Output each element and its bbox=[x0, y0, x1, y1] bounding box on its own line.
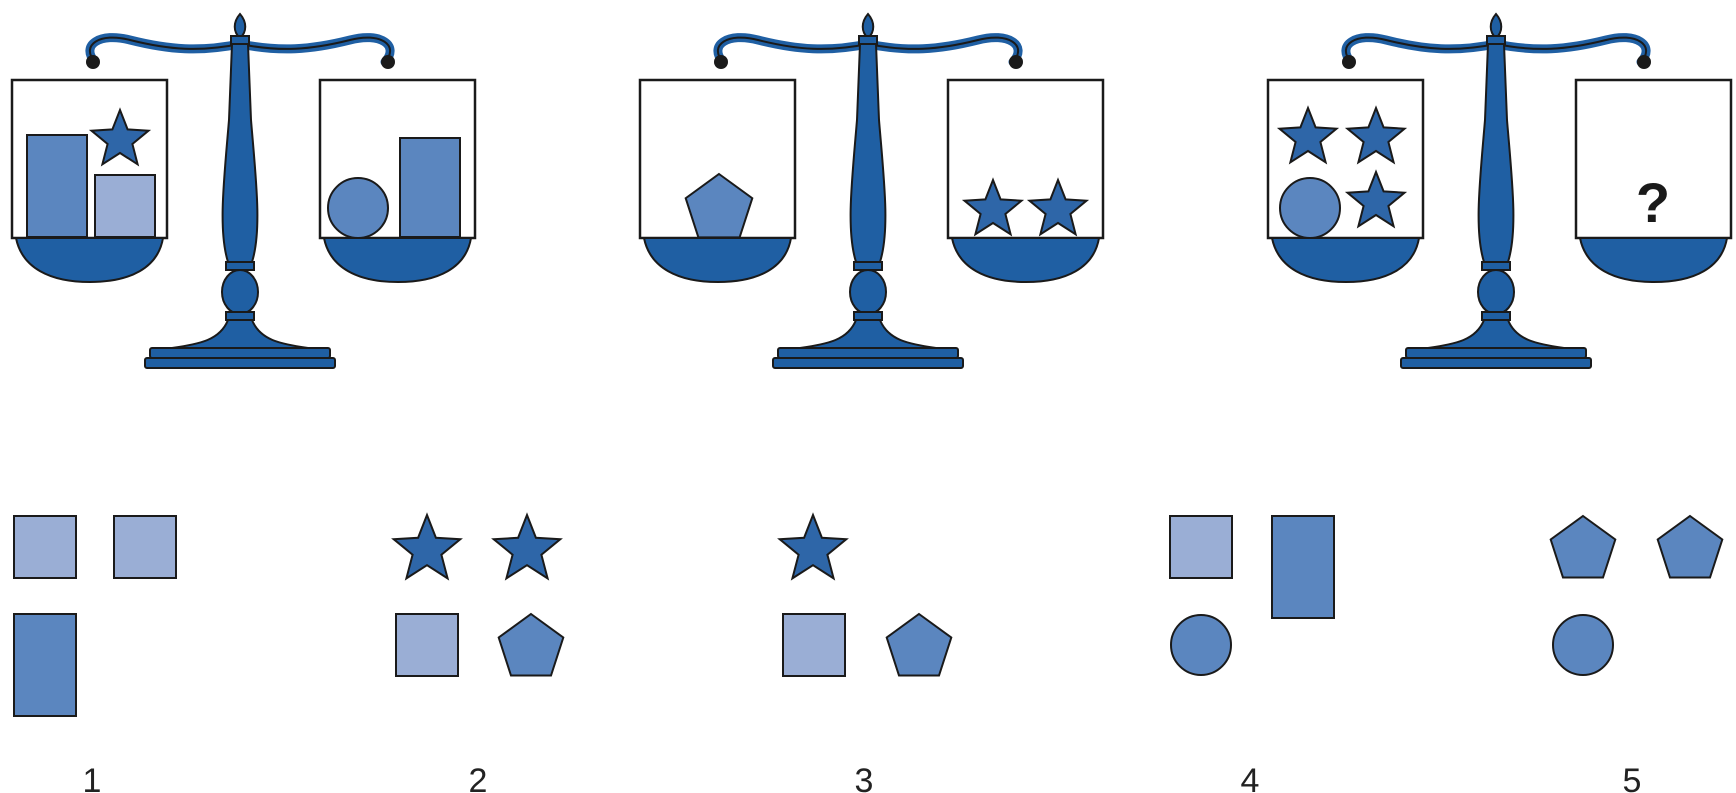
tall-rectangle-shape bbox=[26, 134, 88, 238]
balance-scale-3: ? bbox=[1266, 14, 1733, 368]
light-square-shape bbox=[1169, 515, 1233, 579]
option-label: 1 bbox=[83, 762, 102, 793]
option-2[interactable]: 2 bbox=[391, 512, 565, 793]
option-5[interactable]: 5 bbox=[1549, 514, 1724, 793]
light-square-shape bbox=[113, 515, 177, 579]
tall-rectangle-shape bbox=[13, 613, 77, 717]
star-shape bbox=[777, 512, 849, 581]
balance-scale-2 bbox=[638, 14, 1105, 368]
option-label: 3 bbox=[855, 762, 874, 793]
light-square-shape bbox=[94, 174, 156, 238]
circle-shape bbox=[1170, 614, 1232, 676]
star-shape bbox=[88, 107, 152, 167]
star-shape bbox=[1344, 105, 1408, 165]
option-4[interactable]: 4 bbox=[1169, 515, 1335, 793]
star-shape bbox=[391, 512, 463, 581]
tall-rectangle-shape bbox=[399, 137, 461, 238]
light-square-shape bbox=[13, 515, 77, 579]
tall-rectangle-shape bbox=[1271, 515, 1335, 619]
balance-scale-1 bbox=[10, 14, 477, 368]
pentagon-shape bbox=[684, 172, 754, 239]
question-mark: ? bbox=[1636, 171, 1670, 234]
pentagon-shape bbox=[1656, 514, 1724, 579]
pentagon-shape bbox=[885, 612, 953, 677]
star-shape bbox=[1344, 169, 1408, 229]
star-shape bbox=[961, 177, 1025, 237]
star-shape bbox=[491, 512, 563, 581]
light-square-shape bbox=[782, 613, 846, 677]
circle-shape bbox=[1279, 177, 1341, 239]
star-shape bbox=[1026, 177, 1090, 237]
option-label: 2 bbox=[469, 762, 488, 793]
left-pan bbox=[1266, 78, 1425, 284]
light-square-shape bbox=[395, 613, 459, 677]
circle-shape bbox=[327, 177, 389, 239]
pentagon-shape bbox=[1549, 514, 1617, 579]
pentagon-shape bbox=[497, 612, 565, 677]
option-3[interactable]: 3 bbox=[777, 512, 953, 793]
right-pan bbox=[946, 78, 1105, 284]
circle-shape bbox=[1552, 614, 1614, 676]
option-label: 5 bbox=[1623, 762, 1642, 793]
option-label: 4 bbox=[1241, 762, 1260, 793]
star-shape bbox=[1276, 105, 1340, 165]
option-1[interactable]: 1 bbox=[13, 515, 177, 793]
